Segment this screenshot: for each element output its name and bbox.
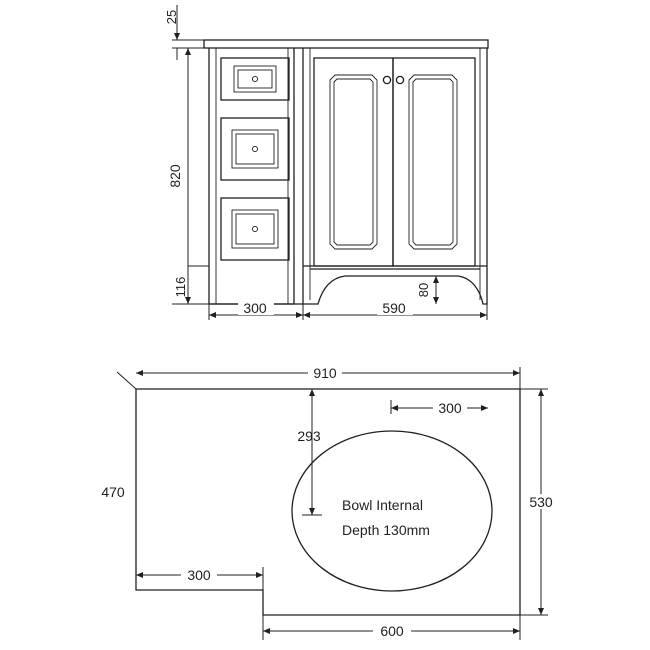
- bowl-note-line-2: Depth 130mm: [342, 522, 430, 538]
- svg-text:300: 300: [243, 300, 267, 316]
- svg-text:25: 25: [164, 10, 179, 24]
- dim-basin-width: 600: [262, 615, 521, 640]
- middle-drawer[interactable]: [220, 117, 290, 181]
- svg-text:600: 600: [380, 623, 404, 639]
- bowl-note-line-1: Bowl Internal: [342, 497, 423, 513]
- svg-text:293: 293: [297, 428, 321, 444]
- svg-text:530: 530: [529, 494, 553, 510]
- top-drawer[interactable]: [220, 57, 290, 101]
- dim-step-width: 300: [135, 567, 264, 590]
- svg-text:470: 470: [101, 484, 125, 500]
- dim-right-depth: 530: [520, 388, 556, 616]
- svg-text:300: 300: [187, 567, 211, 583]
- dim-top-thickness: 25: [164, 5, 204, 60]
- left-door[interactable]: [313, 57, 394, 267]
- drawer-knob: [251, 75, 259, 83]
- plan-view: 910 470 530 300 293: [101, 365, 556, 640]
- dim-left-depth: 470: [101, 484, 125, 500]
- svg-text:116: 116: [173, 277, 188, 298]
- right-door[interactable]: [392, 57, 476, 267]
- svg-text:300: 300: [438, 400, 462, 416]
- svg-text:910: 910: [313, 365, 337, 381]
- basin-bowl: [291, 430, 493, 592]
- dim-bowl-offset-top: 293: [297, 388, 322, 516]
- svg-text:820: 820: [167, 164, 183, 188]
- dim-plinth-height: 116: [173, 265, 209, 298]
- dim-carcass-height: 820: [167, 48, 209, 305]
- drawer-knob: [251, 145, 259, 153]
- worktop: [203, 39, 489, 49]
- drawer-knob: [251, 225, 259, 233]
- dim-overall-width: 910: [116, 365, 521, 390]
- dim-front-widths: 300 590: [208, 300, 488, 320]
- svg-text:590: 590: [382, 300, 406, 316]
- door-knob: [382, 75, 392, 85]
- dim-bowl-offset-right: 300: [390, 400, 488, 416]
- bottom-drawer[interactable]: [220, 197, 290, 261]
- dim-kick-height: 80: [416, 276, 439, 304]
- svg-text:80: 80: [416, 283, 431, 297]
- front-elevation: 25 820 116 80 300 590: [164, 5, 489, 320]
- door-knob: [395, 75, 405, 85]
